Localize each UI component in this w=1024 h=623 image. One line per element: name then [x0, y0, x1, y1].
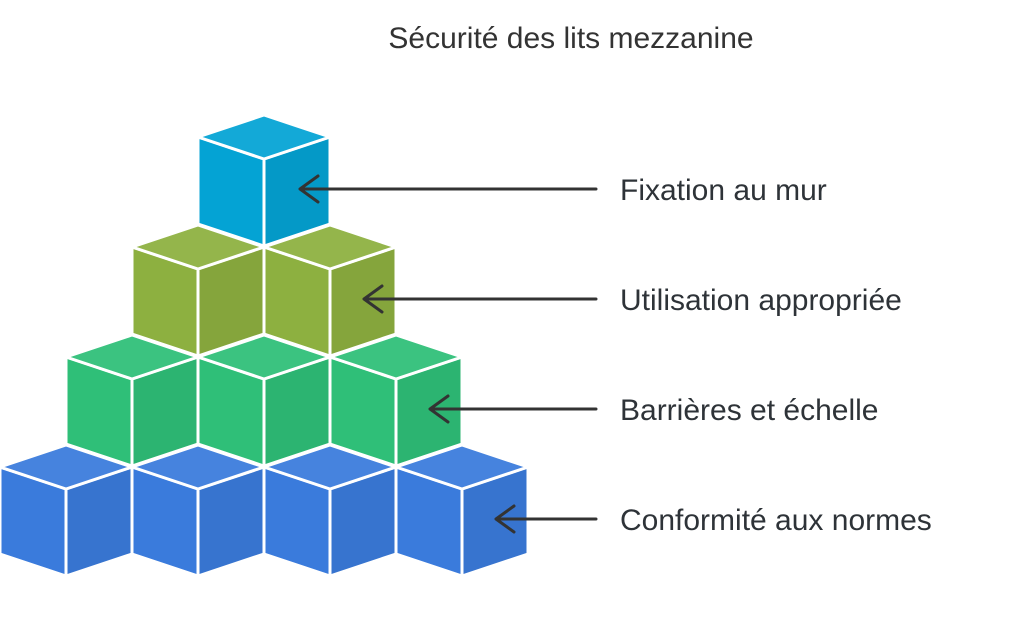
cube-level-4 — [394, 443, 530, 578]
arrow-level-4 — [494, 504, 598, 534]
diagram-title: Sécurité des lits mezzanine — [388, 22, 753, 55]
cube-level-3 — [64, 333, 200, 468]
cube-level-4 — [0, 443, 134, 578]
cube-level-1 — [196, 113, 332, 248]
level-label-1: Fixation au mur — [620, 174, 827, 207]
level-4-callout: Conformité aux normes — [494, 504, 932, 537]
level-label-3: Barrières et échelle — [620, 394, 878, 427]
cube-level-2 — [262, 223, 398, 358]
level-label-4: Conformité aux normes — [620, 504, 932, 537]
level-1-callout: Fixation au mur — [298, 174, 827, 207]
cube-level-4 — [130, 443, 266, 578]
arrow-level-2 — [362, 284, 598, 314]
cube-top-face — [394, 443, 530, 491]
level-label-2: Utilisation appropriée — [620, 284, 902, 317]
level-3-callout: Barrières et échelle — [428, 394, 878, 427]
cube-level-4 — [262, 443, 398, 578]
arrow-level-1 — [298, 174, 598, 204]
level-2-callout: Utilisation appropriée — [362, 284, 902, 317]
cube-top-face — [196, 113, 332, 161]
cube-level-2 — [130, 223, 266, 358]
cube-pyramid — [0, 113, 530, 578]
cube-top-face — [262, 223, 398, 271]
arrow-level-3 — [428, 394, 598, 424]
cube-top-face — [328, 333, 464, 381]
cube-level-3 — [196, 333, 332, 468]
